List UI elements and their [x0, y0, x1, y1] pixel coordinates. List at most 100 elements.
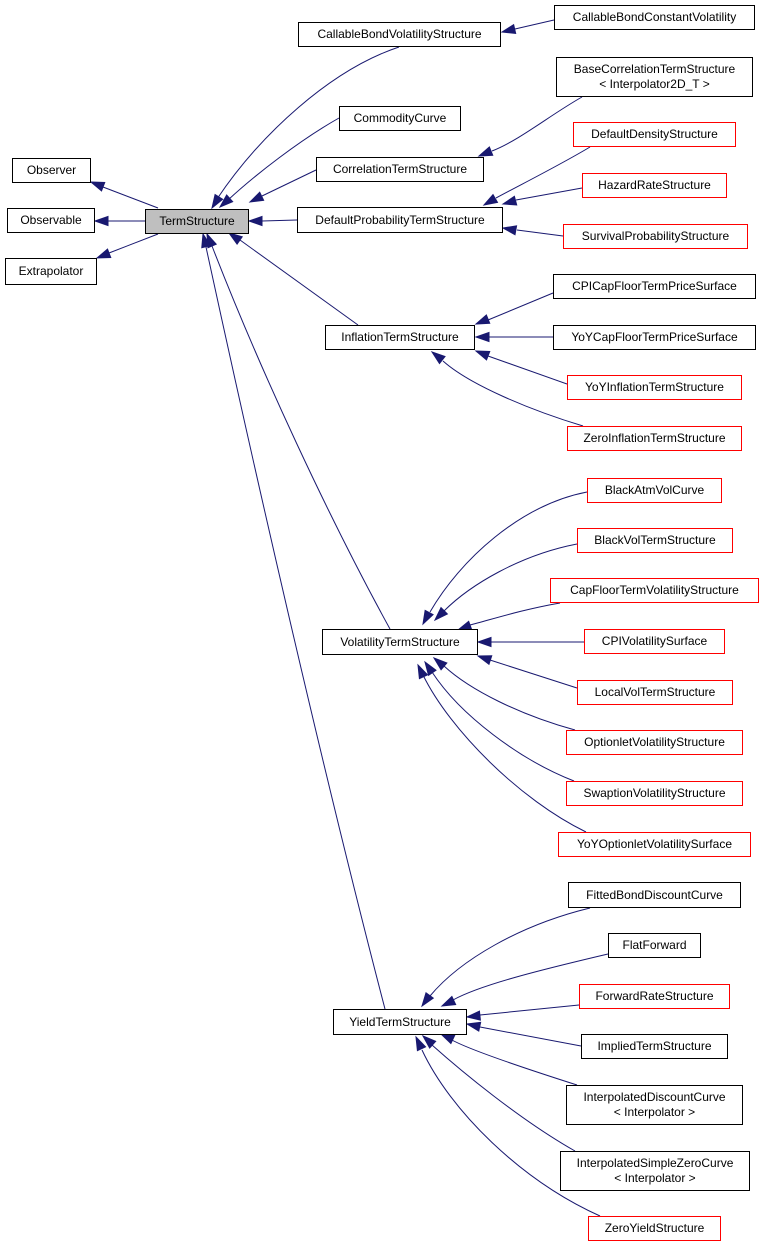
- edge-zero-yield: [415, 1035, 601, 1217]
- edge-default-density: [482, 146, 591, 206]
- node-label: HazardRateStructure: [598, 178, 711, 192]
- edge-callable-bond-volatility: [211, 46, 400, 210]
- node-label: DefaultProbabilityTermStructure: [315, 212, 485, 227]
- node-label: YoYCapFloorTermPriceSurface: [571, 330, 738, 344]
- edge-interpolated-simple-zero-arrowhead: [421, 1034, 437, 1049]
- node-label: FlatForward: [622, 938, 687, 952]
- edge-inflation-arrowhead: [227, 232, 244, 246]
- node-inflation-term-structure[interactable]: InflationTermStructure: [325, 325, 475, 350]
- edge-yoy-cap-floor: [474, 331, 553, 343]
- node-interpolated-simple-zero-curve[interactable]: InterpolatedSimpleZeroCurve< Interpolato…: [560, 1151, 750, 1191]
- node-default-probability-term-structure[interactable]: DefaultProbabilityTermStructure: [297, 207, 503, 233]
- edge-local-vol-arrowhead: [476, 655, 493, 666]
- edge-default-density-arrowhead: [482, 193, 499, 206]
- node-observable[interactable]: Observable: [7, 208, 95, 233]
- node-label: FittedBondDiscountCurve: [586, 887, 723, 902]
- node-volatility-term-structure[interactable]: VolatilityTermStructure: [322, 629, 478, 655]
- node-callable-bond-volatility-structure[interactable]: CallableBondVolatilityStructure: [298, 22, 501, 47]
- node-label: Observer: [26, 163, 77, 177]
- node-fitted-bond-discount-curve[interactable]: FittedBondDiscountCurve: [568, 882, 741, 908]
- node-label-line2: < Interpolator >: [614, 1171, 696, 1185]
- node-implied-term-structure[interactable]: ImpliedTermStructure: [581, 1034, 728, 1059]
- edge-yoy-optionlet-vol: [417, 663, 587, 833]
- node-label: VolatilityTermStructure: [340, 634, 460, 649]
- node-extrapolator[interactable]: Extrapolator: [5, 258, 97, 285]
- edge-hazard-rate: [501, 187, 583, 206]
- node-zero-inflation-term-structure[interactable]: ZeroInflationTermStructure: [567, 426, 742, 451]
- node-cpi-cap-floor-term-price-surface[interactable]: CPICapFloorTermPriceSurface: [553, 274, 756, 299]
- node-swaption-volatility-structure[interactable]: SwaptionVolatilityStructure: [566, 781, 743, 806]
- node-yoy-optionlet-volatility-surface[interactable]: YoYOptionletVolatilitySurface: [558, 832, 751, 857]
- edge-hazard-rate-arrowhead: [501, 195, 518, 206]
- node-label: DefaultDensityStructure: [591, 127, 718, 141]
- node-label: CallableBondConstantVolatility: [572, 10, 737, 24]
- node-yoy-cap-floor-term-price-surface[interactable]: YoYCapFloorTermPriceSurface: [553, 325, 756, 350]
- edge-interpolated-simple-zero: [421, 1034, 576, 1152]
- edge-zero-inflation-arrowhead: [430, 351, 446, 365]
- node-flat-forward[interactable]: FlatForward: [608, 933, 701, 958]
- node-black-atm-vol-curve[interactable]: BlackAtmVolCurve: [587, 478, 722, 503]
- node-default-density-structure[interactable]: DefaultDensityStructure: [573, 122, 736, 147]
- edge-base-correlation: [477, 96, 583, 157]
- edge-yoy-inflation: [474, 350, 568, 385]
- node-commodity-curve[interactable]: CommodityCurve: [339, 106, 461, 131]
- node-label: ForwardRateStructure: [595, 989, 714, 1003]
- node-label-line1: BaseCorrelationTermStructure: [573, 62, 736, 76]
- node-cap-floor-term-volatility-structure[interactable]: CapFloorTermVolatilityStructure: [550, 578, 759, 603]
- edge-black-atm-vol: [422, 491, 588, 626]
- edge-callable-constant: [500, 19, 555, 35]
- edge-interpolated-discount-arrowhead: [439, 1033, 456, 1045]
- node-cpi-volatility-surface[interactable]: CPIVolatilitySurface: [584, 629, 725, 654]
- node-callable-bond-constant-volatility[interactable]: CallableBondConstantVolatility: [554, 5, 755, 30]
- node-label-line1: InterpolatedDiscountCurve: [583, 1090, 726, 1104]
- node-label: LocalVolTermStructure: [594, 685, 716, 699]
- node-label: CorrelationTermStructure: [332, 162, 468, 176]
- edge-forward-rate: [465, 1004, 580, 1021]
- node-label: ZeroYieldStructure: [604, 1221, 705, 1235]
- node-local-vol-term-structure[interactable]: LocalVolTermStructure: [577, 680, 733, 705]
- node-hazard-rate-structure[interactable]: HazardRateStructure: [582, 173, 727, 198]
- node-label: CapFloorTermVolatilityStructure: [570, 583, 739, 597]
- node-survival-probability-structure[interactable]: SurvivalProbabilityStructure: [563, 224, 748, 249]
- node-label: YoYInflationTermStructure: [585, 380, 724, 394]
- edge-extrapolator: [95, 233, 159, 259]
- node-zero-yield-structure[interactable]: ZeroYieldStructure: [588, 1216, 721, 1241]
- node-base-correlation-term-structure[interactable]: BaseCorrelationTermStructure< Interpolat…: [556, 57, 753, 97]
- edge-inflation: [227, 232, 359, 326]
- node-label-line2: < Interpolator2D_T >: [599, 77, 710, 91]
- edge-yoy-cap-floor-arrowhead: [474, 331, 490, 343]
- node-black-vol-term-structure[interactable]: BlackVolTermStructure: [577, 528, 733, 553]
- node-label: TermStructure: [159, 214, 235, 228]
- edge-cpi-cap-floor: [474, 292, 554, 325]
- node-label: BlackVolTermStructure: [594, 533, 716, 547]
- node-forward-rate-structure[interactable]: ForwardRateStructure: [579, 984, 730, 1009]
- edge-local-vol: [476, 655, 578, 689]
- node-label: YoYOptionletVolatilitySurface: [577, 837, 732, 851]
- node-interpolated-discount-curve[interactable]: InterpolatedDiscountCurve< Interpolator …: [566, 1085, 743, 1125]
- edge-flat-forward-arrowhead: [440, 995, 457, 1007]
- node-correlation-term-structure[interactable]: CorrelationTermStructure: [316, 157, 484, 182]
- node-label: CallableBondVolatilityStructure: [317, 27, 482, 41]
- node-label: YieldTermStructure: [349, 1014, 451, 1029]
- edge-black-vol: [433, 543, 578, 622]
- edge-commodity-curve-arrowhead: [218, 194, 234, 209]
- node-yoy-inflation-term-structure[interactable]: YoYInflationTermStructure: [567, 375, 742, 400]
- node-observer[interactable]: Observer: [12, 158, 91, 183]
- node-label-line1: InterpolatedSimpleZeroCurve: [576, 1156, 734, 1170]
- edge-yoy-optionlet-vol-arrowhead: [417, 663, 429, 680]
- node-yield-term-structure[interactable]: YieldTermStructure: [333, 1009, 467, 1035]
- node-label: BlackAtmVolCurve: [604, 483, 705, 497]
- edge-yield: [201, 232, 386, 1010]
- node-optionlet-volatility-structure[interactable]: OptionletVolatilityStructure: [566, 730, 743, 755]
- edge-base-correlation-arrowhead: [477, 146, 494, 157]
- node-label: OptionletVolatilityStructure: [584, 735, 725, 749]
- edge-yoy-inflation-arrowhead: [474, 350, 491, 361]
- edge-observable: [93, 215, 145, 227]
- node-label: Extrapolator: [18, 264, 84, 278]
- edge-cap-floor-vol: [456, 602, 561, 631]
- edge-cpi-vol-surface: [476, 636, 584, 648]
- node-label: ImpliedTermStructure: [597, 1039, 712, 1053]
- edge-fitted-bond-arrowhead: [421, 992, 435, 1008]
- edge-black-atm-vol-arrowhead: [422, 609, 434, 626]
